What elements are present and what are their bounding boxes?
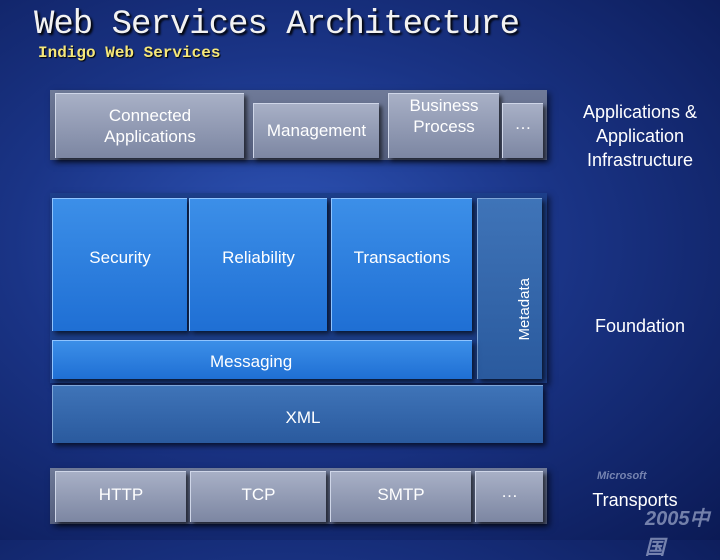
xml-label: XML <box>285 407 321 427</box>
foundation-side-label: Foundation <box>594 316 686 336</box>
http-box: HTTP <box>55 471 186 522</box>
tcp-label: TCP <box>241 485 276 504</box>
transports-ellipsis-box: … <box>475 471 543 522</box>
xml-box: XML <box>52 385 543 443</box>
connected-applications-box: Connected Applications <box>55 93 244 158</box>
apps-ellipsis: … <box>514 114 532 133</box>
business-process-label: Business Process <box>409 96 479 136</box>
http-label: HTTP <box>98 485 144 504</box>
security-label: Security <box>89 248 151 267</box>
messaging-box: Messaging <box>52 340 472 379</box>
metadata-label: Metadata <box>515 277 533 341</box>
transports-ellipsis: … <box>501 482 518 501</box>
reliability-box: Reliability <box>189 198 327 331</box>
management-box: Management <box>253 103 379 158</box>
page-title: Web Services Architecture <box>34 6 520 44</box>
smtp-box: SMTP <box>330 471 471 522</box>
page-subtitle: Indigo Web Services <box>38 44 221 62</box>
apps-side-label: Applications & Application Infrastructur… <box>582 102 698 170</box>
business-process-box: Business Process <box>388 93 499 158</box>
metadata-box: Metadata <box>477 198 542 379</box>
microsoft-logo: Microsoft 2005中国 <box>595 470 720 560</box>
transports-side-label: Transports <box>592 490 678 510</box>
security-box: Security <box>52 198 187 331</box>
transactions-box: Transactions <box>331 198 472 331</box>
smtp-label: SMTP <box>377 485 425 504</box>
apps-ellipsis-box: … <box>502 103 543 158</box>
management-label: Management <box>266 121 367 140</box>
reliability-label: Reliability <box>222 248 295 267</box>
logo-year: 2005中国 <box>645 508 710 559</box>
tcp-box: TCP <box>190 471 326 522</box>
transactions-label: Transactions <box>353 248 451 267</box>
connected-applications-label: Connected Applications <box>104 106 196 146</box>
messaging-label: Messaging <box>210 352 293 371</box>
logo-brand: Microsoft <box>597 470 647 482</box>
